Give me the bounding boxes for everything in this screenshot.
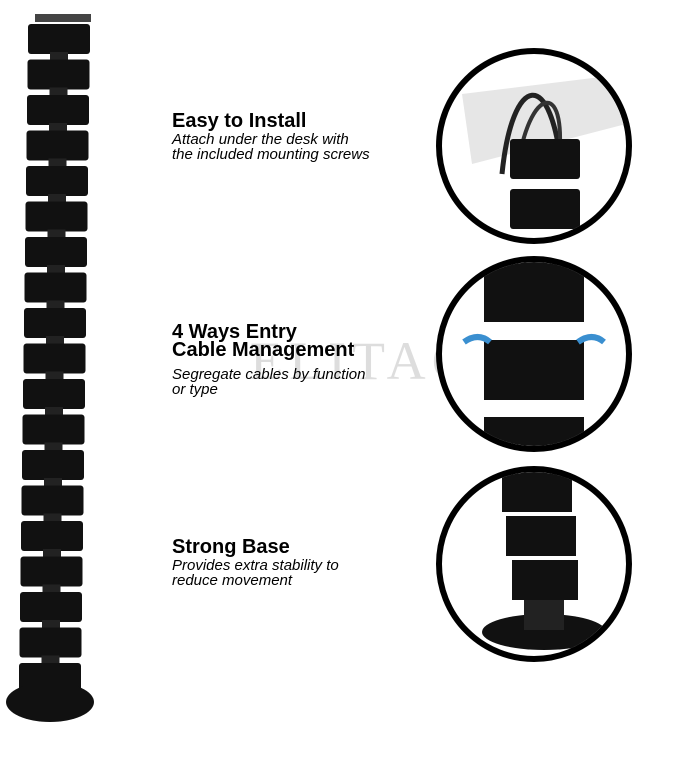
feature-title: Strong Base	[172, 536, 290, 558]
detail-circle-base	[436, 466, 632, 662]
detail-circle-install	[436, 48, 632, 244]
feature-easy-install: Easy to Install Attach under the desk wi…	[172, 110, 370, 163]
detail-circle-entry	[436, 256, 632, 452]
feature-title: Easy to Install	[172, 110, 307, 132]
cable-spine-illustration	[6, 14, 94, 722]
